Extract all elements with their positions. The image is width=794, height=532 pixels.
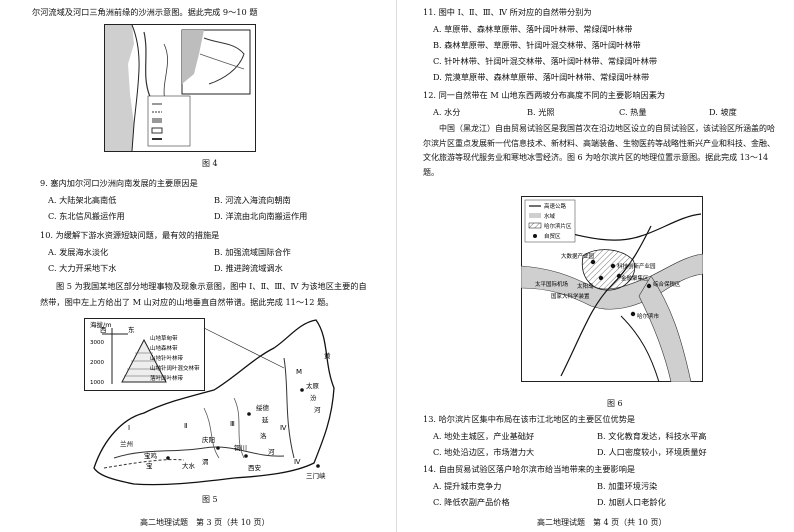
page-divider	[396, 0, 397, 532]
fig5-ytick-1000: 1000	[90, 380, 104, 386]
q12-option-a[interactable]: A. 水分	[433, 107, 461, 117]
intro2-line2: 然带，图中左上方给出了 M 山对应的山地垂直自然带谱。据此完成 11～12 题。	[40, 297, 334, 307]
fig5-place-baoji: 宝鸡	[144, 451, 158, 460]
q14-option-c[interactable]: C. 降低农副产品价格	[433, 497, 510, 507]
figure-4-caption: 图 4	[202, 159, 218, 168]
fig5-legend-mixed: 山地针阔叶混交林带	[150, 364, 200, 372]
fig5-zone-4b: Ⅳ	[294, 458, 301, 466]
q11-option-b[interactable]: B. 森林草原带、草原带、针阔叶混交林带、落叶阔叶林带	[433, 40, 641, 50]
fig5-alt-label: 海拔/m	[90, 320, 112, 329]
fig5-place-suide: 绥德	[256, 403, 270, 412]
fig5-legend-meadow: 山地草甸带	[150, 334, 178, 342]
q14-option-a[interactable]: A. 提升城市竞争力	[433, 481, 502, 491]
q13-stem: 13. 哈尔滨片区集中布局在该市江北地区的主要区位优势是	[423, 414, 636, 424]
q9-stem: 9. 塞内加尔河口沙洲向南发展的主要原因是	[40, 178, 198, 188]
figure-4-map	[104, 24, 256, 152]
fig5-ytick-3000: 3000	[90, 340, 104, 346]
figure-6-caption: 图 6	[607, 399, 623, 408]
q12-option-d[interactable]: D. 坡度	[709, 107, 737, 117]
fig5-place-tongchuan: 铜川	[234, 443, 247, 452]
fig6-label-bigdata: 大数据产业园	[561, 252, 595, 260]
fig5-mountain-m: M	[296, 368, 302, 376]
figure-6-map: 高速公路 水域 哈尔滨片区 自贸区 太平国际机场 国家大科学装置 太阳岛 哈尔滨…	[521, 196, 703, 382]
right-footer: 高二地理试题 第 4 页（共 10 页）	[537, 518, 667, 527]
q11-option-a[interactable]: A. 草原带、森林草原带、落叶阔叶林带、常绿阔叶林带	[433, 24, 633, 34]
q9-option-a[interactable]: A. 大陆架北高南低	[48, 195, 117, 205]
fig6-label-bonded: 综合保税区	[653, 280, 681, 288]
q13-option-c[interactable]: C. 地处沿边区，市场潜力大	[433, 447, 535, 457]
fig5-place-xian: 西安	[248, 463, 262, 472]
q13-option-d[interactable]: D. 人口密度较小，环境质量好	[597, 447, 707, 457]
q11-option-c[interactable]: C. 针叶林带、针阔叶混交林带、落叶阔叶林带、常绿阔叶林带	[433, 56, 658, 66]
fig5-place-bao: 宝	[146, 461, 153, 470]
fig5-place-sanmenxia: 三门峡	[306, 471, 326, 480]
q9-option-c[interactable]: C. 东北信风搬运作用	[48, 211, 125, 221]
fig6-label-finance: 金融聚集区	[621, 274, 649, 282]
q13-option-a[interactable]: A. 地处主城区，产业基础好	[433, 431, 535, 441]
passage-text: 中国（黑龙江）自由贸易试验区是我国首次在沿边地区设立的自贸试验区，该试验区所涵盖…	[423, 124, 775, 177]
q9-option-d[interactable]: D. 洋流由北向南搬运作用	[214, 211, 308, 221]
q12-option-b[interactable]: B. 光照	[527, 107, 555, 117]
fig6-label-sunisland: 太阳岛	[577, 282, 594, 290]
intro2-line1: 图 5 为我国某地区部分地理事物及现象示意图，图中 Ⅰ、Ⅱ、Ⅲ、Ⅳ 为该地区主要…	[56, 281, 367, 291]
q12-option-c[interactable]: C. 热量	[619, 107, 647, 117]
q11-option-d[interactable]: D. 荒漠草原带、森林草原带、落叶阔叶林带、常绿阔叶林带	[433, 72, 650, 82]
q12-stem: 12. 同一自然带在 M 山地东西两坡分布高度不同的主要影响因素为	[423, 90, 666, 100]
q10-option-d[interactable]: D. 推进跨流域调水	[214, 263, 283, 273]
q10-option-c[interactable]: C. 大力开采地下水	[48, 263, 117, 273]
fig6-legend-water: 水域	[544, 212, 556, 220]
fig6-label-science: 国家大科学装置	[551, 292, 590, 300]
fig5-zone-1: Ⅰ	[128, 424, 130, 432]
fig6-legend-expressway: 高速公路	[544, 202, 567, 210]
fig5-legend-conifer: 山地针叶林带	[150, 354, 184, 362]
fig5-place-huang: 黄	[324, 351, 331, 360]
intro-text: 尔河流域及河口三角洲前缘的沙洲示意图。据此完成 9～10 题	[32, 7, 258, 17]
fig5-place-luo: 洛	[260, 431, 267, 440]
fig6-label-tech: 科技创新产业园	[617, 262, 656, 270]
fig5-place-dashui: 大水	[182, 461, 196, 470]
fig6-label-airport: 太平国际机场	[535, 280, 569, 288]
fig5-legend-deciduous: 落叶阔叶林带	[150, 374, 184, 382]
fig5-zone-4a: Ⅳ	[280, 424, 287, 432]
q11-stem: 11. 图中 Ⅰ、Ⅱ、Ⅲ、Ⅳ 所对应的自然带分别为	[423, 7, 592, 17]
q14-option-d[interactable]: D. 加剧人口老龄化	[597, 497, 666, 507]
fig5-zone-3: Ⅲ	[230, 420, 235, 428]
fig5-place-he2: 河	[314, 406, 321, 414]
fig6-legend-zone: 哈尔滨片区	[544, 222, 572, 230]
fig5-west: 西	[100, 326, 107, 334]
q10-option-a[interactable]: A. 发展海水淡化	[48, 247, 109, 257]
fig5-place-lanzhou: 兰州	[120, 439, 133, 448]
q9-option-b[interactable]: B. 河流入海流向朝南	[214, 195, 291, 205]
right-page: 11. 图中 Ⅰ、Ⅱ、Ⅲ、Ⅳ 所对应的自然带分别为 A. 草原带、森林草原带、落…	[397, 0, 794, 532]
fig5-ytick-2000: 2000	[90, 360, 104, 366]
fig5-place-yan: 延	[262, 415, 269, 424]
fig5-place-fen: 汾	[310, 393, 317, 402]
fig6-label-harbin: 哈尔滨市	[637, 312, 660, 320]
figure-5-map: 海拔/m 西 东 3000 2000 1000 山地草甸带 山地森林带 山地针叶…	[84, 318, 335, 486]
fig5-east: 东	[128, 325, 135, 334]
q13-option-b[interactable]: B. 文化教育发达，科技水平高	[597, 431, 707, 441]
fig5-place-taiyuan: 太原	[306, 381, 320, 390]
q10-option-b[interactable]: B. 加强流域国际合作	[214, 247, 291, 257]
left-page: 尔河流域及河口三角洲前缘的沙洲示意图。据此完成 9～10 题 图 4 9. 塞内…	[32, 7, 367, 527]
fig5-zone-2: Ⅱ	[184, 422, 187, 430]
q10-stem: 10. 为缓解下游水资源短缺问题，最有效的措施是	[40, 230, 220, 240]
q14-option-b[interactable]: B. 加重环境污染	[597, 481, 658, 491]
fig5-place-qingyang: 庆阳	[202, 435, 215, 444]
q14-stem: 14. 自由贸易试验区落户哈尔滨市给当地带来的主要影响是	[423, 464, 636, 474]
fig5-place-he: 河	[268, 448, 275, 456]
fig5-legend-forest: 山地森林带	[150, 344, 178, 352]
fig5-place-wei: 渭	[202, 457, 209, 466]
left-footer: 高二地理试题 第 3 页（共 10 页）	[140, 518, 270, 527]
fig6-legend-ftz: 自贸区	[544, 232, 561, 240]
figure-5-caption: 图 5	[202, 495, 218, 504]
